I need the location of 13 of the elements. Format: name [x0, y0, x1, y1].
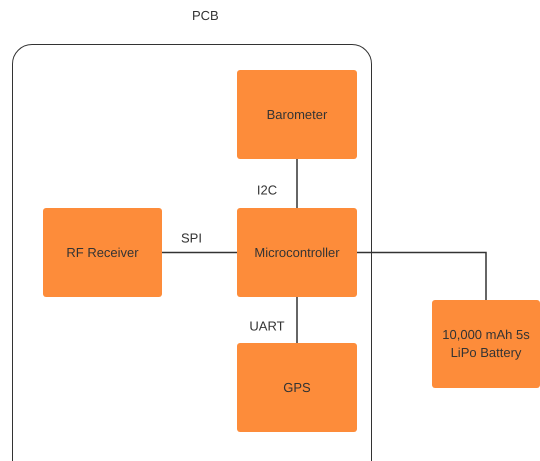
- edge-label: SPI: [181, 230, 202, 245]
- connector-line: [296, 297, 298, 343]
- connector-line: [296, 159, 298, 208]
- edge-label: UART: [249, 318, 285, 334]
- component-block: GPS: [237, 343, 357, 432]
- connector-line: [162, 252, 237, 254]
- component-block: 10,000 mAh 5s LiPo Battery: [432, 300, 540, 388]
- connector-line: [357, 252, 487, 300]
- board-heading: PCB: [192, 8, 219, 23]
- component-block: RF Receiver: [43, 208, 162, 297]
- edge-label: I2C: [256, 182, 278, 197]
- component-block: Microcontroller: [237, 208, 357, 297]
- component-block: Barometer: [237, 70, 357, 159]
